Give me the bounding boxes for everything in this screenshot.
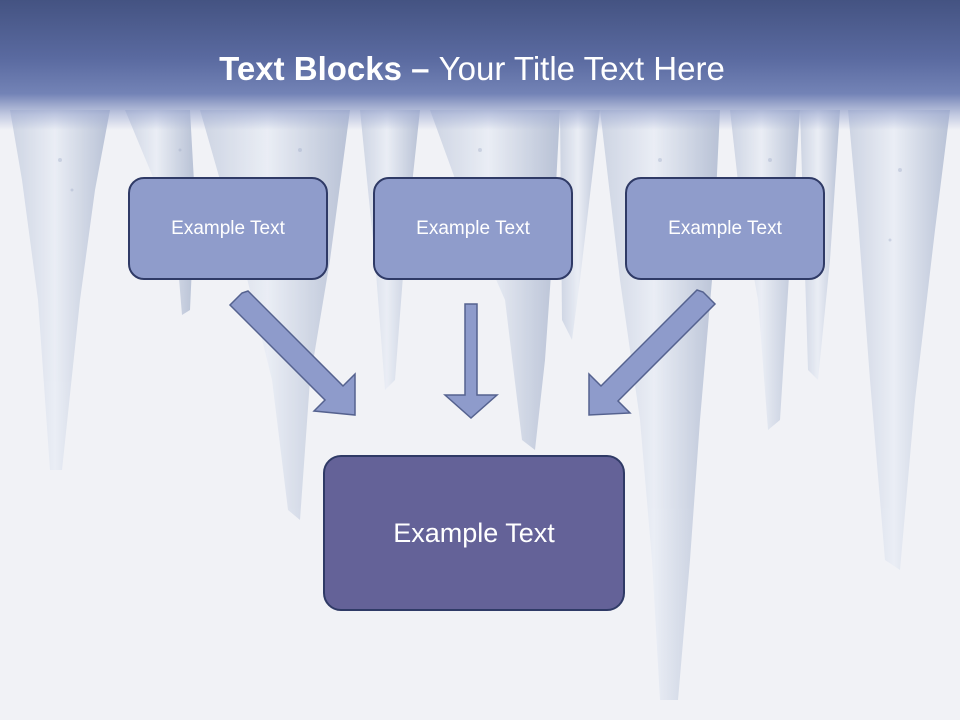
text-block-3[interactable]: Example Text xyxy=(625,177,825,280)
title-banner xyxy=(0,0,960,130)
title-dash: – xyxy=(401,50,439,87)
text-block-result[interactable]: Example Text xyxy=(323,455,625,611)
arrow-right xyxy=(588,289,717,416)
title-rest: Your Title Text Here xyxy=(438,50,725,87)
slide-title: Text Blocks – Your Title Text Here xyxy=(0,50,944,88)
title-bold-part: Text Blocks xyxy=(219,50,402,87)
arrow-left xyxy=(228,290,356,416)
text-block-2[interactable]: Example Text xyxy=(373,177,573,280)
arrow-center xyxy=(443,303,499,420)
text-block-1[interactable]: Example Text xyxy=(128,177,328,280)
